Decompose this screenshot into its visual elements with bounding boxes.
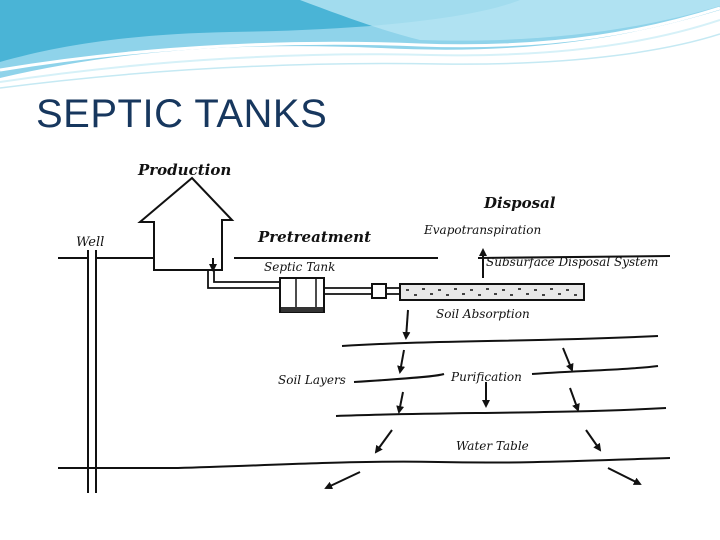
septic-tank <box>279 277 325 313</box>
slide-title: SEPTIC TANKS <box>36 92 328 136</box>
banner-stripe-2 <box>0 19 720 83</box>
water-table-line <box>58 457 670 469</box>
septic-tank-label: Septic Tank <box>264 260 335 274</box>
house-outline <box>137 176 235 271</box>
well-pipe <box>87 250 97 493</box>
disposal-label: Disposal <box>483 194 556 212</box>
soil-absorption-label: Soil Absorption <box>436 307 530 321</box>
seepage-arrow-7 <box>374 429 393 454</box>
seepage-arrow-5 <box>396 391 405 414</box>
seepage-arrow-2 <box>397 349 406 374</box>
septic-system-diagram: Production Well Pretreatment Septic Tank… <box>58 161 670 493</box>
effluent-pipe <box>324 287 400 295</box>
pretreatment-label: Pretreatment <box>257 228 371 246</box>
sewer-pipe <box>207 270 280 289</box>
soil-layer-line-3 <box>335 407 667 417</box>
seepage-arrow-8 <box>585 429 602 452</box>
header-banner <box>0 0 720 89</box>
soil-layer-line-1 <box>341 335 659 347</box>
banner-stripe-1 <box>0 6 720 72</box>
groundwater-arrow-left <box>324 471 361 490</box>
ground-line-right <box>234 255 670 259</box>
seepage-arrow-6 <box>569 387 580 412</box>
production-label: Production <box>137 161 231 179</box>
soil-layers-label: Soil Layers <box>278 373 346 387</box>
banner-stripe-3 <box>0 33 720 89</box>
disposal-field <box>399 283 585 301</box>
evapotranspiration-label: Evapotranspiration <box>423 223 541 237</box>
subsurface-disposal-system-label: Subsurface Disposal System <box>486 255 658 269</box>
seepage-arrow-1 <box>402 309 411 340</box>
soil-layer-line-2 <box>353 365 659 383</box>
groundwater-arrow-right <box>607 467 642 485</box>
distribution-box <box>371 283 387 299</box>
septic-tank-sludge <box>281 307 323 312</box>
water-table-label: Water Table <box>456 439 529 453</box>
disposal-field-gravel <box>406 288 577 296</box>
purification-label: Purification <box>450 370 522 384</box>
well-label: Well <box>76 235 104 250</box>
seepage-arrow-3 <box>562 347 574 372</box>
banner-wave-light <box>300 0 720 41</box>
